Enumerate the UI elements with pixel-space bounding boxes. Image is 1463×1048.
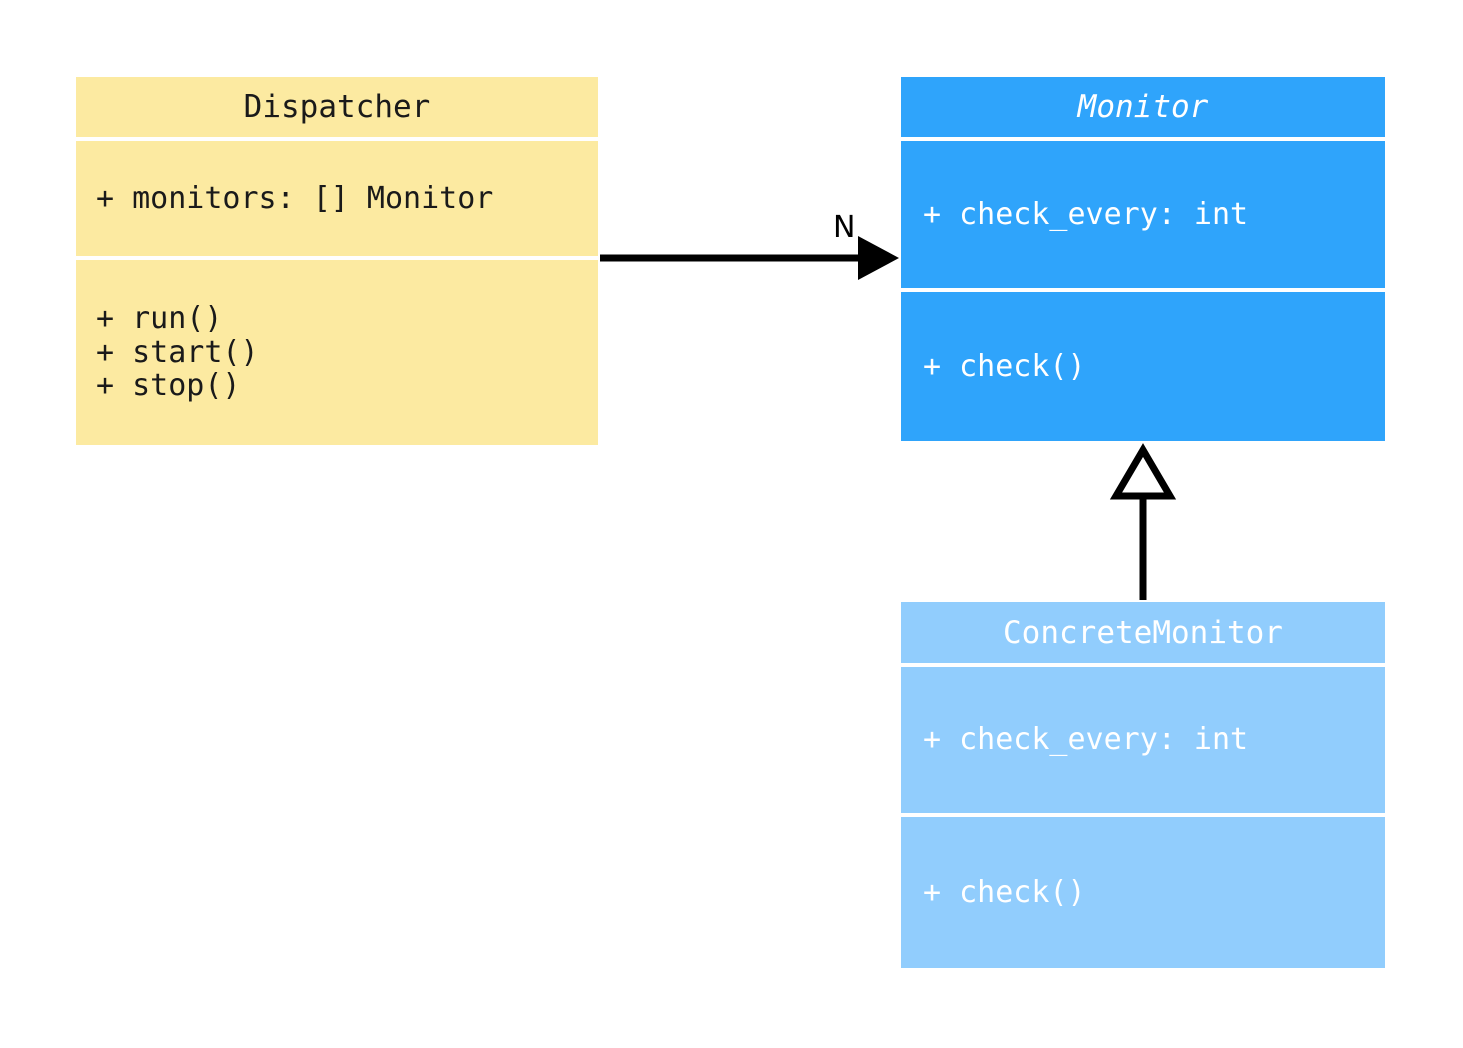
attribute-row: + check_every: int: [923, 196, 1249, 232]
association-multiplicity-label: N: [833, 210, 856, 245]
class-box-monitor[interactable]: Monitor + check_every: int + check(): [901, 77, 1385, 441]
class-header-dispatcher: Dispatcher: [76, 77, 598, 137]
attribute-row: + check_every: int: [923, 722, 1249, 758]
class-name-dispatcher: Dispatcher: [243, 89, 431, 125]
method-row: + start(): [96, 334, 259, 370]
class-box-concrete-monitor[interactable]: ConcreteMonitor + check_every: int + che…: [901, 602, 1385, 968]
class-attributes-monitor: + check_every: int: [901, 141, 1385, 288]
class-attributes-concrete-monitor: + check_every: int: [901, 667, 1385, 813]
attribute-row: + monitors: [] Monitor: [96, 180, 494, 216]
class-name-monitor: Monitor: [1077, 89, 1209, 125]
generalization-concrete-monitor-monitor: [1109, 443, 1177, 600]
class-attributes-dispatcher: + monitors: [] Monitor: [76, 141, 598, 256]
class-name-concrete-monitor: ConcreteMonitor: [1003, 614, 1283, 651]
class-methods-concrete-monitor: + check(): [901, 817, 1385, 968]
hollow-triangle-arrowhead-icon: [1109, 443, 1177, 500]
class-methods-monitor: + check(): [901, 292, 1385, 441]
method-row: + stop(): [96, 368, 241, 404]
class-methods-dispatcher: + run() + start() + stop(): [76, 260, 598, 445]
class-header-concrete-monitor: ConcreteMonitor: [901, 602, 1385, 663]
class-box-dispatcher[interactable]: Dispatcher + monitors: [] Monitor + run(…: [76, 77, 598, 445]
method-row: + check(): [923, 874, 1086, 910]
filled-triangle-arrowhead-icon: [858, 236, 899, 280]
class-header-monitor: Monitor: [901, 77, 1385, 137]
method-row: + run(): [96, 301, 223, 337]
method-row: + check(): [923, 348, 1086, 384]
